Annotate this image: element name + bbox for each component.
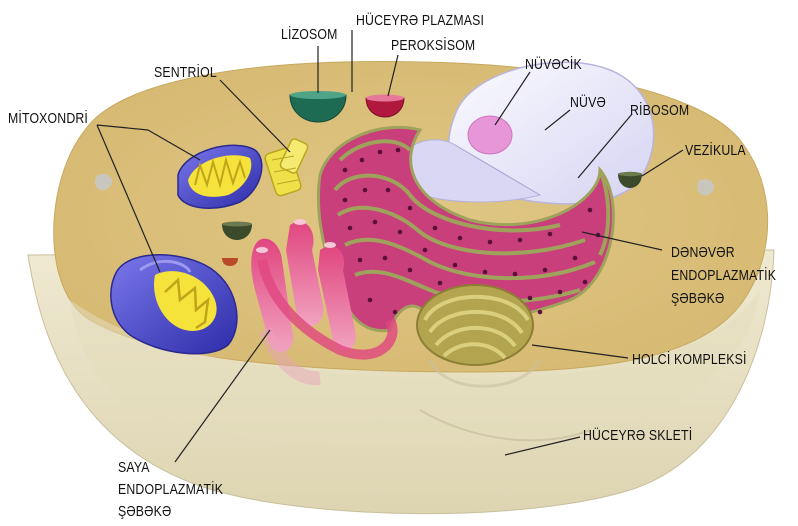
- label-saya-er-1: SAYA: [118, 457, 150, 478]
- label-ribosom: RİBOSOM: [630, 100, 689, 121]
- label-vezikula: VEZİKULA: [685, 140, 746, 161]
- label-huceyre-plazmasi: HÜCEYRƏ PLAZMASI: [356, 10, 484, 31]
- label-denever-er-1: DƏNƏVƏR: [671, 242, 735, 263]
- label-mitoxondri: MİTOXONDRİ: [8, 108, 88, 129]
- label-saya-er-2: ENDOPLAZMATİK: [118, 479, 223, 500]
- label-saya-er-3: ŞƏBƏKƏ: [118, 501, 171, 522]
- nucleolus: [468, 116, 512, 154]
- label-lizosom: LİZOSOM: [281, 24, 338, 45]
- label-nuvecik: NÜVƏCİK: [525, 54, 582, 75]
- label-holci-kompleksi: HOLCİ KOMPLEKSİ: [632, 349, 747, 370]
- label-huceyre-skleti: HÜCEYRƏ SKLETİ: [583, 425, 692, 446]
- label-peroksisom: PEROKSİSOM: [391, 35, 475, 56]
- label-denever-er-2: ENDOPLAZMATİK: [671, 265, 776, 286]
- label-nuve: NÜVƏ: [570, 92, 606, 113]
- vesicle-rim: [618, 172, 642, 176]
- vesicle-rim: [222, 222, 252, 227]
- label-denever-er-3: ŞƏBƏKƏ: [671, 288, 724, 309]
- peroxisome-rim: [366, 95, 404, 102]
- label-sentriol: SENTRİOL: [154, 62, 217, 83]
